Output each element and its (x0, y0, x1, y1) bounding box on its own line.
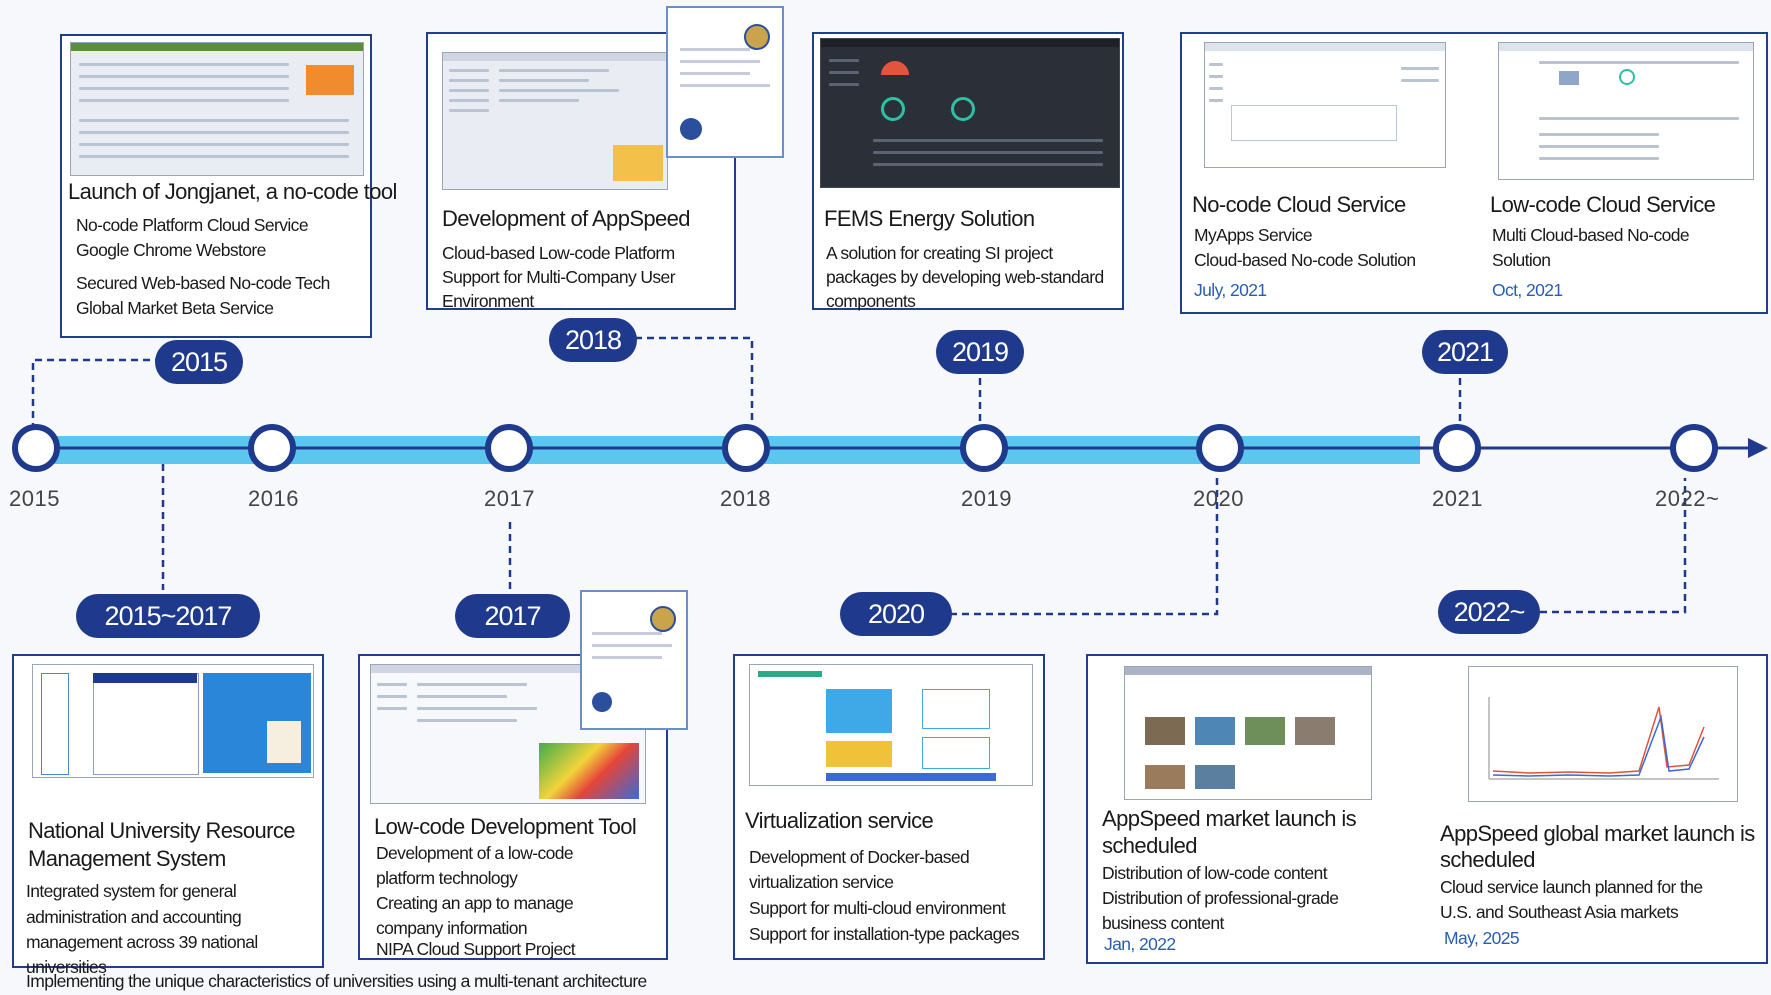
card-2019-fems: FEMS Energy Solution A solution for crea… (812, 32, 1124, 311)
axis-label-2020: 2020 (1193, 486, 1244, 511)
card-2020-title: Virtualization service (745, 808, 934, 833)
card-2022-left-title-2: scheduled (1102, 833, 1198, 858)
card-university-line-2: administration and accounting (26, 907, 242, 927)
card-2022-right-line-1: Cloud service launch planned for the (1440, 877, 1703, 897)
card-2019-line-2: packages by developing web-standard (826, 267, 1104, 287)
card-2015-line-3: Secured Web-based No-code Tech (76, 273, 330, 293)
card-2015-line-1: No-code Platform Cloud Service (76, 215, 309, 235)
card-2018-title: Development of AppSpeed (442, 206, 691, 231)
axis-label-2017: 2017 (484, 486, 535, 511)
myapps-screenshot (1204, 42, 1446, 168)
badge-2018: 2018 (549, 318, 637, 362)
timeline-node-2018 (722, 424, 770, 472)
badge-2019: 2019 (936, 330, 1024, 374)
card-2017-title: Low-code Development Tool (374, 814, 637, 839)
card-2018-line-1: Cloud-based Low-code Platform (442, 243, 675, 263)
card-2020-virtualization: Virtualization service Development of Do… (733, 654, 1045, 960)
card-2022-left-date: Jan, 2022 (1104, 934, 1176, 954)
card-2022-right-date: May, 2025 (1444, 928, 1520, 948)
card-2017-lowcode-tool: Low-code Development Tool Development of… (358, 654, 668, 960)
fems-dashboard-screenshot (820, 38, 1120, 188)
card-2022-left-line-2: Distribution of professional-grade (1102, 888, 1339, 908)
card-2019-line-1: A solution for creating SI project (826, 243, 1053, 263)
card-2015-line-2: Google Chrome Webstore (76, 240, 266, 260)
card-2021-right-title: Low-code Cloud Service (1490, 192, 1716, 217)
card-university-title-2: Management System (28, 846, 226, 871)
card-university-system: National University Resource Management … (12, 654, 324, 977)
axis-label-2019: 2019 (961, 486, 1012, 511)
card-2018-line-2: Support for Multi-Company User (442, 267, 676, 287)
timeline-node-2021 (1433, 424, 1481, 472)
connector-2018 (635, 336, 754, 425)
card-2022-market-launch: AppSpeed market launch is scheduled Dist… (1086, 654, 1768, 964)
card-2022-right-line-2: U.S. and Southeast Asia markets (1440, 902, 1679, 922)
card-2018-appspeed: Development of AppSpeed Cloud-based Low-… (426, 32, 736, 311)
timeline-node-2016 (248, 424, 296, 472)
card-2015-line-4: Global Market Beta Service (76, 298, 274, 318)
global-market-chart-screenshot (1468, 666, 1738, 802)
timeline-node-2022 (1670, 424, 1718, 472)
card-2017-line-1: Development of a low-code (376, 843, 574, 863)
card-2021-right-date: Oct, 2021 (1492, 280, 1563, 300)
card-2020-line-1: Development of Docker-based (749, 847, 970, 867)
card-2020-line-3: Support for multi-cloud environment (749, 898, 1006, 918)
card-2020-line-4: Support for installation-type packages (749, 924, 1020, 944)
timeline-node-2015 (12, 424, 60, 472)
card-2017-line-5: NIPA Cloud Support Project (376, 939, 576, 959)
card-2022-left-title-1: AppSpeed market launch is (1102, 806, 1357, 831)
certificate-2018 (666, 6, 784, 158)
card-2019-line-3: components (826, 291, 916, 311)
card-2015-title: Launch of Jongjanet, a no-code tool (68, 179, 397, 204)
card-2018-line-3: Environment (442, 291, 534, 311)
card-2021-left-date: July, 2021 (1194, 280, 1267, 300)
virtualization-diagram (749, 664, 1033, 786)
card-2015-jongjanet: Launch of Jongjanet, a no-code tool No-c… (60, 34, 397, 338)
timeline-node-2019 (960, 424, 1008, 472)
badge-2017: 2017 (455, 594, 570, 638)
axis-label-2022: 2022~ (1655, 486, 1720, 511)
badge-2015: 2015 (155, 340, 243, 384)
jongjanet-screenshot (70, 42, 364, 176)
card-2021-left-title: No-code Cloud Service (1192, 192, 1406, 217)
badge-2015-2017: 2015~2017 (76, 594, 260, 638)
card-2021-left-line-2: Cloud-based No-code Solution (1194, 250, 1416, 270)
badge-2022: 2022~ (1438, 590, 1540, 634)
card-university-line-3: management across 39 national (26, 932, 258, 952)
appspeed-ide-screenshot (442, 52, 668, 190)
card-university-line-4: universities (26, 957, 107, 977)
connector-2022 (1540, 478, 1687, 614)
card-2017-line-3: Creating an app to manage (376, 893, 574, 913)
axis-label-2018: 2018 (720, 486, 771, 511)
axis-label-2015: 2015 (9, 486, 60, 511)
card-2017-line-4: company information (376, 918, 528, 938)
university-system-diagram (32, 664, 314, 778)
timeline-arrow-head (1748, 438, 1768, 458)
card-university-line-1: Integrated system for general (26, 881, 237, 901)
card-2022-right-title-1: AppSpeed global market launch is (1440, 821, 1755, 846)
card-2022-left-line-3: business content (1102, 913, 1224, 933)
card-2021-right-line-1: Multi Cloud-based No-code (1492, 225, 1690, 245)
card-2017-line-2: platform technology (376, 868, 518, 888)
axis-label-2021: 2021 (1432, 486, 1483, 511)
card-2020-line-2: virtualization service (749, 872, 894, 892)
connector-2020 (950, 478, 1219, 616)
connector-2015 (31, 358, 160, 430)
card-2021-left-line-1: MyApps Service (1194, 225, 1313, 245)
card-university-title-1: National University Resource (28, 818, 295, 843)
card-university-footer: Implementing the unique characteristics … (26, 971, 647, 991)
card-2022-right-title-2: scheduled (1440, 847, 1536, 872)
card-2021-right-line-2: Solution (1492, 250, 1551, 270)
axis-label-2016: 2016 (248, 486, 299, 511)
card-2022-left-line-1: Distribution of low-code content (1102, 863, 1328, 883)
market-catalog-screenshot (1124, 666, 1372, 800)
card-2019-title: FEMS Energy Solution (824, 206, 1035, 231)
timeline-node-2017 (485, 424, 533, 472)
badge-2020: 2020 (840, 592, 952, 636)
certificate-2017 (580, 590, 688, 730)
badge-2021: 2021 (1422, 330, 1508, 374)
lowcode-cloud-screenshot (1498, 42, 1754, 180)
card-2021-cloud-services: No-code Cloud Service MyApps Service Clo… (1180, 32, 1768, 314)
timeline-node-2020 (1196, 424, 1244, 472)
